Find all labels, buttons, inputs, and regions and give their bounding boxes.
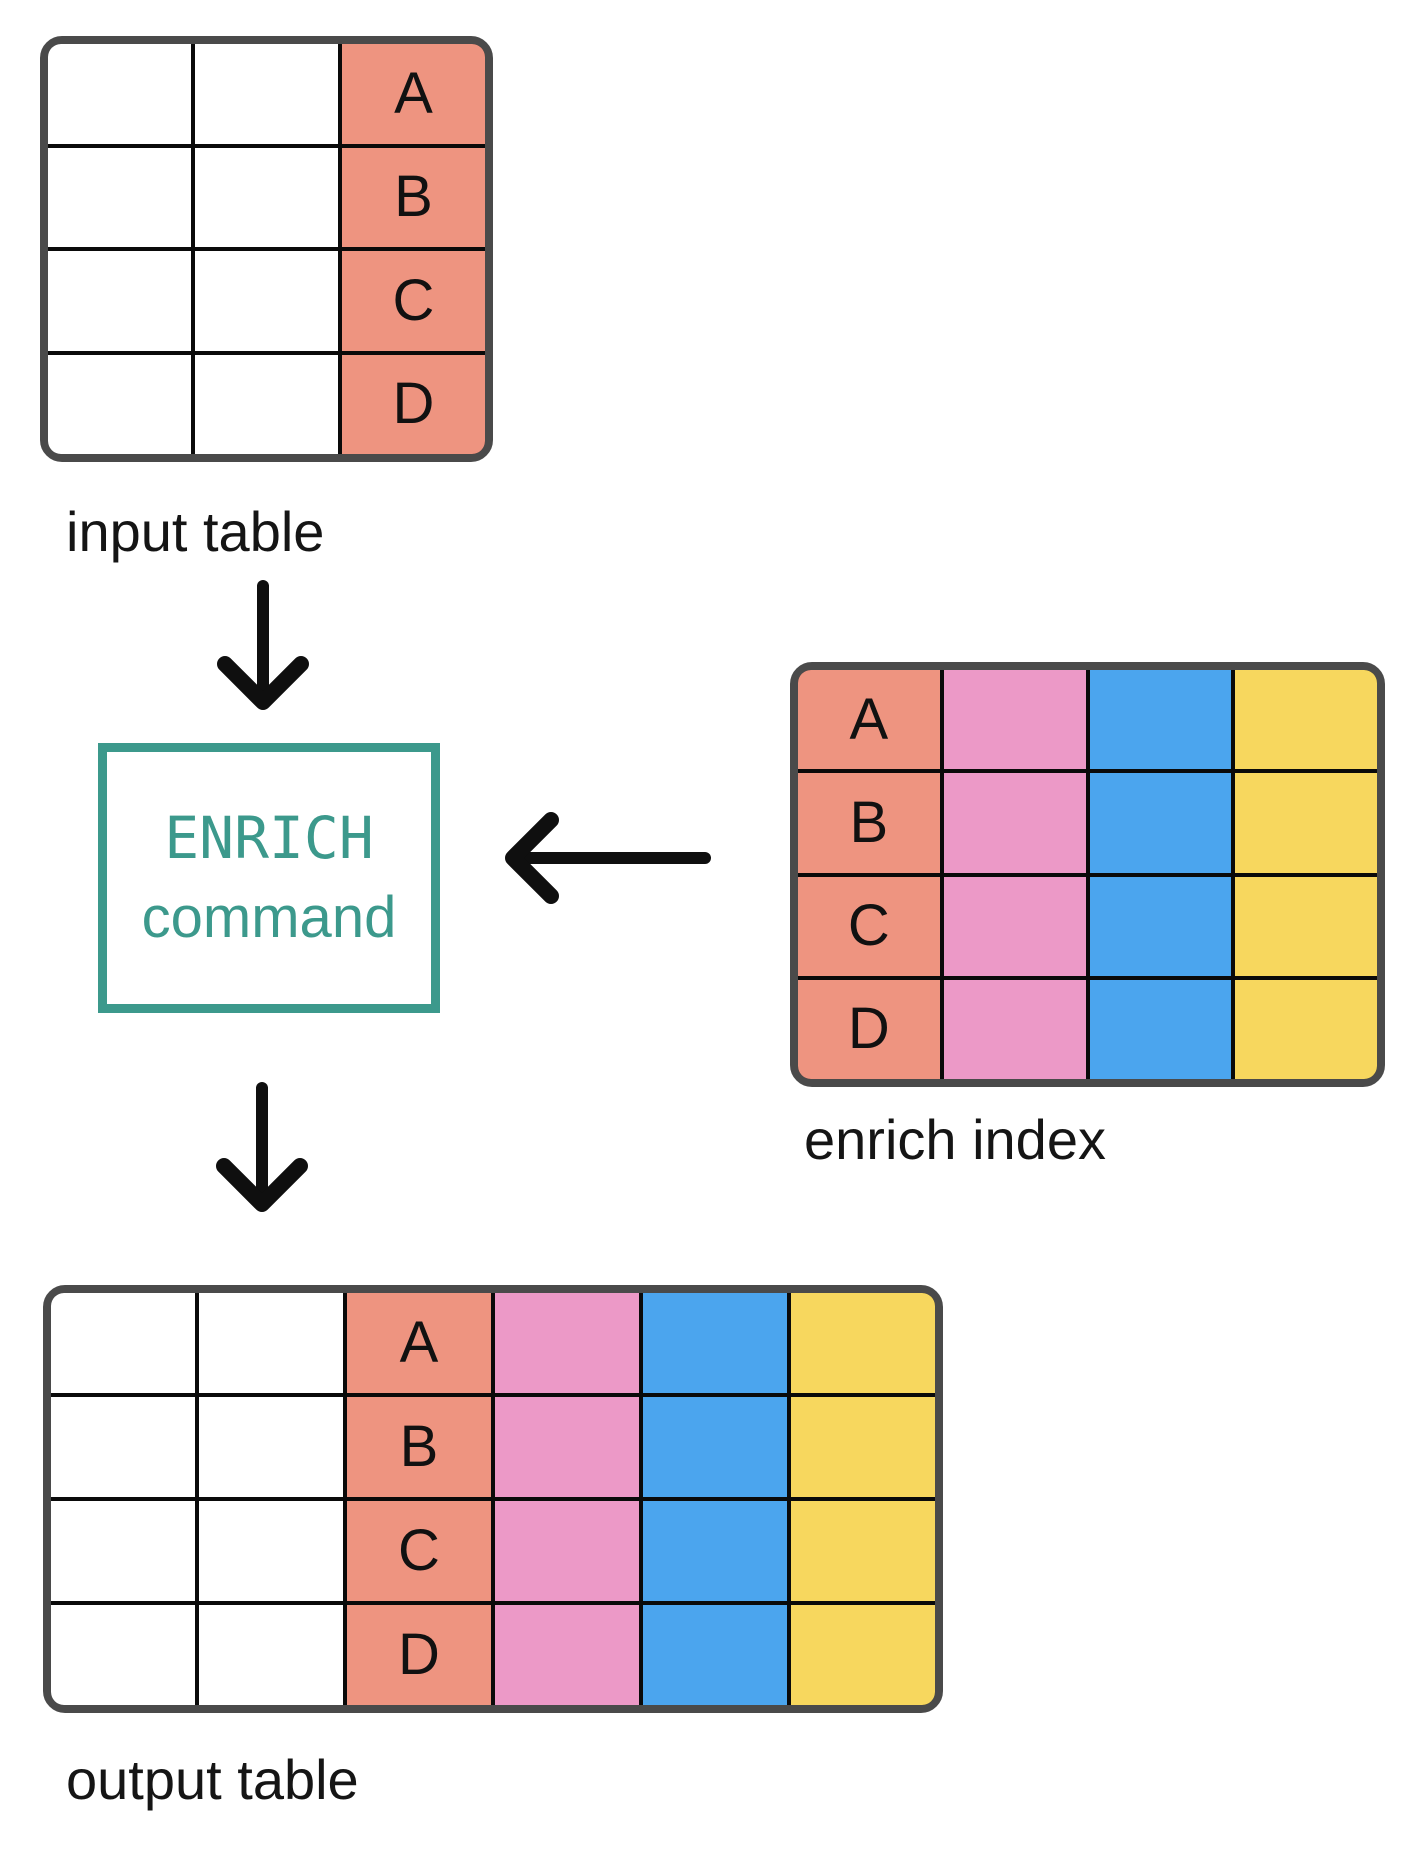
table-cell	[195, 354, 338, 454]
key-cell: A	[347, 1293, 491, 1393]
key-cell: A	[342, 44, 485, 144]
table-cell	[48, 251, 191, 351]
table-cell	[791, 1397, 935, 1497]
table-cell	[48, 354, 191, 454]
table-cell	[48, 147, 191, 247]
enrich-command-box: ENRICH command	[98, 743, 440, 1013]
table-cell	[495, 1605, 639, 1705]
table-cell	[195, 147, 338, 247]
table-cell	[791, 1605, 935, 1705]
table-cell	[643, 1501, 787, 1601]
table-cell	[195, 251, 338, 351]
table-cell	[943, 773, 1086, 873]
enrich-command-word: command	[141, 885, 397, 950]
output-table-label: output table	[66, 1748, 359, 1811]
table-cell	[195, 44, 338, 144]
arrow-down-icon	[217, 580, 309, 710]
key-cell: B	[798, 773, 940, 873]
key-cell: A	[798, 670, 940, 770]
table-cell	[643, 1397, 787, 1497]
table-cell	[1235, 670, 1377, 770]
table-cell	[1235, 773, 1377, 873]
key-cell: B	[347, 1397, 491, 1497]
table-cell	[199, 1605, 343, 1705]
table-cell	[199, 1293, 343, 1393]
table-cell	[495, 1293, 639, 1393]
table-cell	[51, 1397, 195, 1497]
table-cell	[1089, 670, 1232, 770]
table-cell	[51, 1501, 195, 1601]
table-cell	[48, 44, 191, 144]
table-cell	[643, 1605, 787, 1705]
table-cell	[495, 1397, 639, 1497]
table-cell	[1089, 979, 1232, 1079]
enrich-index-label: enrich index	[804, 1108, 1106, 1171]
table-cell	[199, 1501, 343, 1601]
key-cell: C	[347, 1501, 491, 1601]
table-cell	[1235, 979, 1377, 1079]
table-cell	[791, 1293, 935, 1393]
key-cell: D	[347, 1605, 491, 1705]
table-cell	[495, 1501, 639, 1601]
key-cell: D	[342, 354, 485, 454]
arrow-left-icon	[505, 812, 711, 904]
table-cell	[791, 1501, 935, 1601]
key-cell: C	[798, 876, 940, 976]
table-cell	[943, 876, 1086, 976]
table-cell	[199, 1397, 343, 1497]
table-cell	[51, 1605, 195, 1705]
table-cell	[943, 979, 1086, 1079]
table-cell	[943, 670, 1086, 770]
key-cell: B	[342, 147, 485, 247]
input-table-label: input table	[66, 500, 325, 563]
table-cell	[1089, 876, 1232, 976]
table-cell	[1089, 773, 1232, 873]
key-cell: D	[798, 979, 940, 1079]
table-cell	[1235, 876, 1377, 976]
table-cell	[51, 1293, 195, 1393]
key-cell: C	[342, 251, 485, 351]
enrich-command-keyword: ENRICH	[164, 804, 374, 872]
table-cell	[643, 1293, 787, 1393]
arrow-down-icon	[216, 1082, 308, 1212]
